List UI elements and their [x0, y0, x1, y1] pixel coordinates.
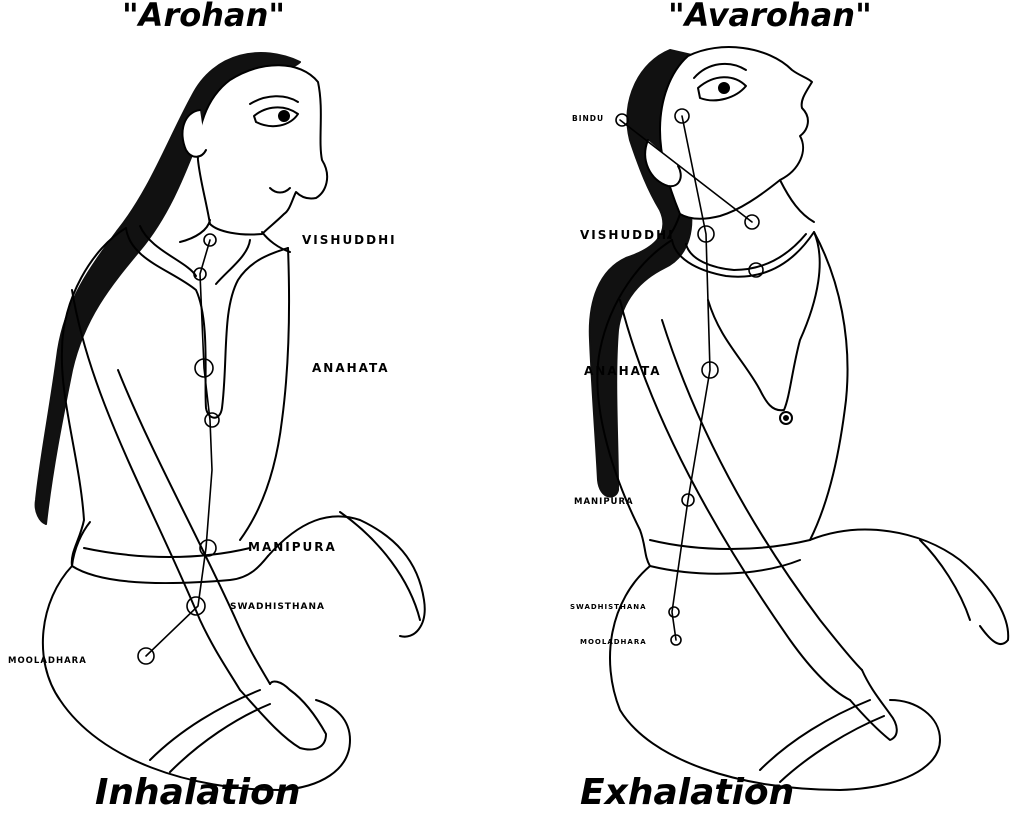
right-head	[660, 47, 812, 219]
right-label-swadhisthana: SWADHISTHANA	[570, 603, 647, 611]
right-node-bindu	[616, 114, 628, 126]
right-node-swadhisthana	[669, 607, 679, 617]
left-label-mooladhara: MOOLADHARA	[8, 656, 87, 666]
right-label-bindu: BINDU	[572, 114, 604, 123]
right-arm	[620, 300, 850, 700]
left-label-vishuddhi: VISHUDDHI	[302, 233, 397, 247]
left-arm	[72, 290, 240, 690]
left-label-swadhisthana: SWADHISTHANA	[230, 602, 325, 612]
left-node-heart	[205, 413, 219, 427]
left-label-anahata: ANAHATA	[312, 361, 390, 375]
right-label-anahata: ANAHATA	[584, 364, 662, 378]
right-label-manipura: MANIPURA	[574, 497, 634, 507]
right-label-vishuddhi: VISHUDDHI	[580, 228, 675, 242]
left-energy-channel	[138, 234, 219, 664]
right-label-mooladhara: MOOLADHARA	[580, 638, 647, 646]
left-legs	[43, 566, 350, 790]
right-collar	[672, 232, 820, 410]
left-label-manipura: MANIPURA	[248, 540, 337, 554]
left-figure	[36, 53, 425, 790]
right-figure	[590, 47, 1008, 790]
left-hand	[240, 682, 326, 750]
